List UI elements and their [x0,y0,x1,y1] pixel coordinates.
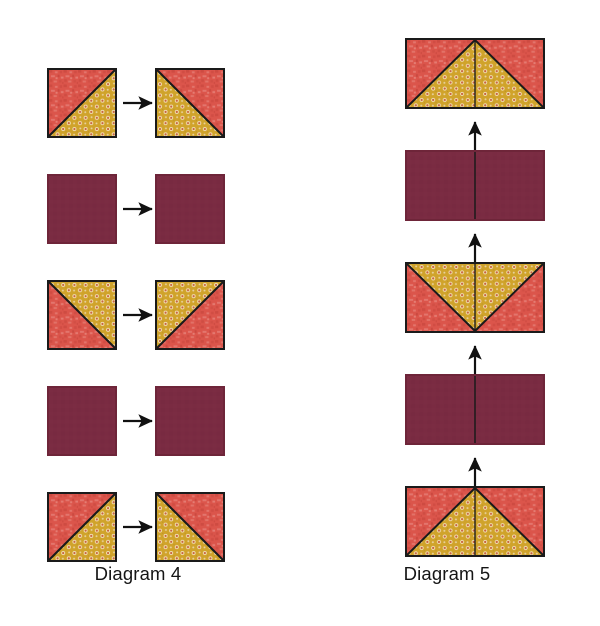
diagram4-row3-arrow [122,307,162,323]
diagram4-row5-arrow [122,519,162,535]
diagram4-row2-before-square [47,174,117,244]
diagram-4-caption: Diagram 4 [94,563,182,584]
diagram-5-group: Diagram 5 [300,0,600,626]
diagram5-arrow-1 [467,449,483,489]
diagram5-unit5-flying-geese-up [405,38,545,109]
diagram5-unit4-maroon-bar [405,150,545,221]
diagram-5-caption: Diagram 5 [403,563,491,584]
diagram4-row4-arrow [122,413,162,429]
diagram4-row2-arrow [122,201,162,217]
diagram4-row4-after-square [155,386,225,456]
diagram4-row5-before-square [47,492,117,562]
diagram5-unit3-flying-geese-down [405,262,545,333]
diagram4-row1-before-square [47,68,117,138]
diagram5-unit1-flying-geese-up [405,486,545,557]
diagram5-arrow-2 [467,337,483,377]
diagram5-unit2-maroon-bar [405,374,545,445]
diagram5-arrow-4 [467,113,483,153]
diagram4-row3-before-square [47,280,117,350]
diagram4-row1-arrow [122,95,162,111]
diagram4-row4-before-square [47,386,117,456]
diagram5-arrow-3 [467,225,483,265]
diagram-4-group: Diagram 4 [0,0,290,626]
diagram4-row5-after-square [155,492,225,562]
diagram4-row1-after-square [155,68,225,138]
diagram4-row3-after-square [155,280,225,350]
diagram4-row2-after-square [155,174,225,244]
